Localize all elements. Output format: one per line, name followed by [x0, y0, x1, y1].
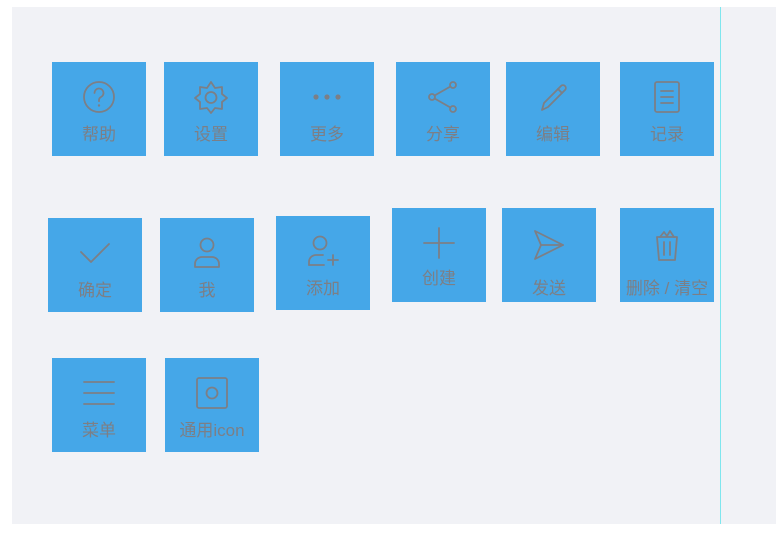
settings-tile[interactable]: 设置	[164, 62, 258, 156]
more-icon	[313, 94, 341, 100]
delete-tile[interactable]: 删除 / 清空	[620, 208, 714, 302]
delete-icon	[656, 230, 678, 261]
create-tile[interactable]: 创建	[392, 208, 486, 302]
menu-icon	[83, 381, 115, 405]
more-tile[interactable]: 更多	[280, 62, 374, 156]
settings-label: 设置	[194, 125, 228, 144]
help-tile[interactable]: 帮助	[52, 62, 146, 156]
confirm-tile[interactable]: 确定	[48, 218, 142, 312]
help-label: 帮助	[82, 125, 116, 144]
edit-label: 编辑	[536, 125, 570, 144]
delete-label: 删除 / 清空	[625, 279, 709, 298]
user-icon	[194, 237, 220, 268]
send-tile[interactable]: 发送	[502, 208, 596, 302]
record-tile[interactable]: 记录	[620, 62, 714, 156]
share-tile[interactable]: 分享	[396, 62, 490, 156]
share-icon	[428, 81, 457, 113]
generic-tile[interactable]: 通用icon	[165, 358, 259, 452]
add-user-icon	[308, 235, 339, 266]
menu-label: 菜单	[82, 421, 116, 440]
send-label: 发送	[532, 279, 566, 298]
add-user-tile[interactable]: 添加	[276, 216, 370, 310]
guide-line	[720, 7, 721, 524]
generic-icon	[196, 377, 228, 409]
help-icon	[83, 81, 115, 113]
add-user-label: 添加	[306, 279, 340, 298]
user-label: 我	[198, 281, 216, 300]
send-icon	[534, 230, 564, 260]
more-label: 更多	[310, 125, 344, 144]
confirm-label: 确定	[78, 281, 112, 300]
record-icon	[654, 81, 680, 113]
create-icon	[423, 227, 455, 259]
generic-label: 通用icon	[179, 421, 245, 440]
confirm-icon	[80, 243, 110, 263]
edit-tile[interactable]: 编辑	[506, 62, 600, 156]
edit-icon	[541, 84, 567, 111]
share-label: 分享	[426, 125, 460, 144]
menu-tile[interactable]: 菜单	[52, 358, 146, 452]
user-tile[interactable]: 我	[160, 218, 254, 312]
create-label: 创建	[422, 269, 456, 288]
settings-icon	[194, 81, 228, 114]
record-label: 记录	[650, 125, 684, 144]
